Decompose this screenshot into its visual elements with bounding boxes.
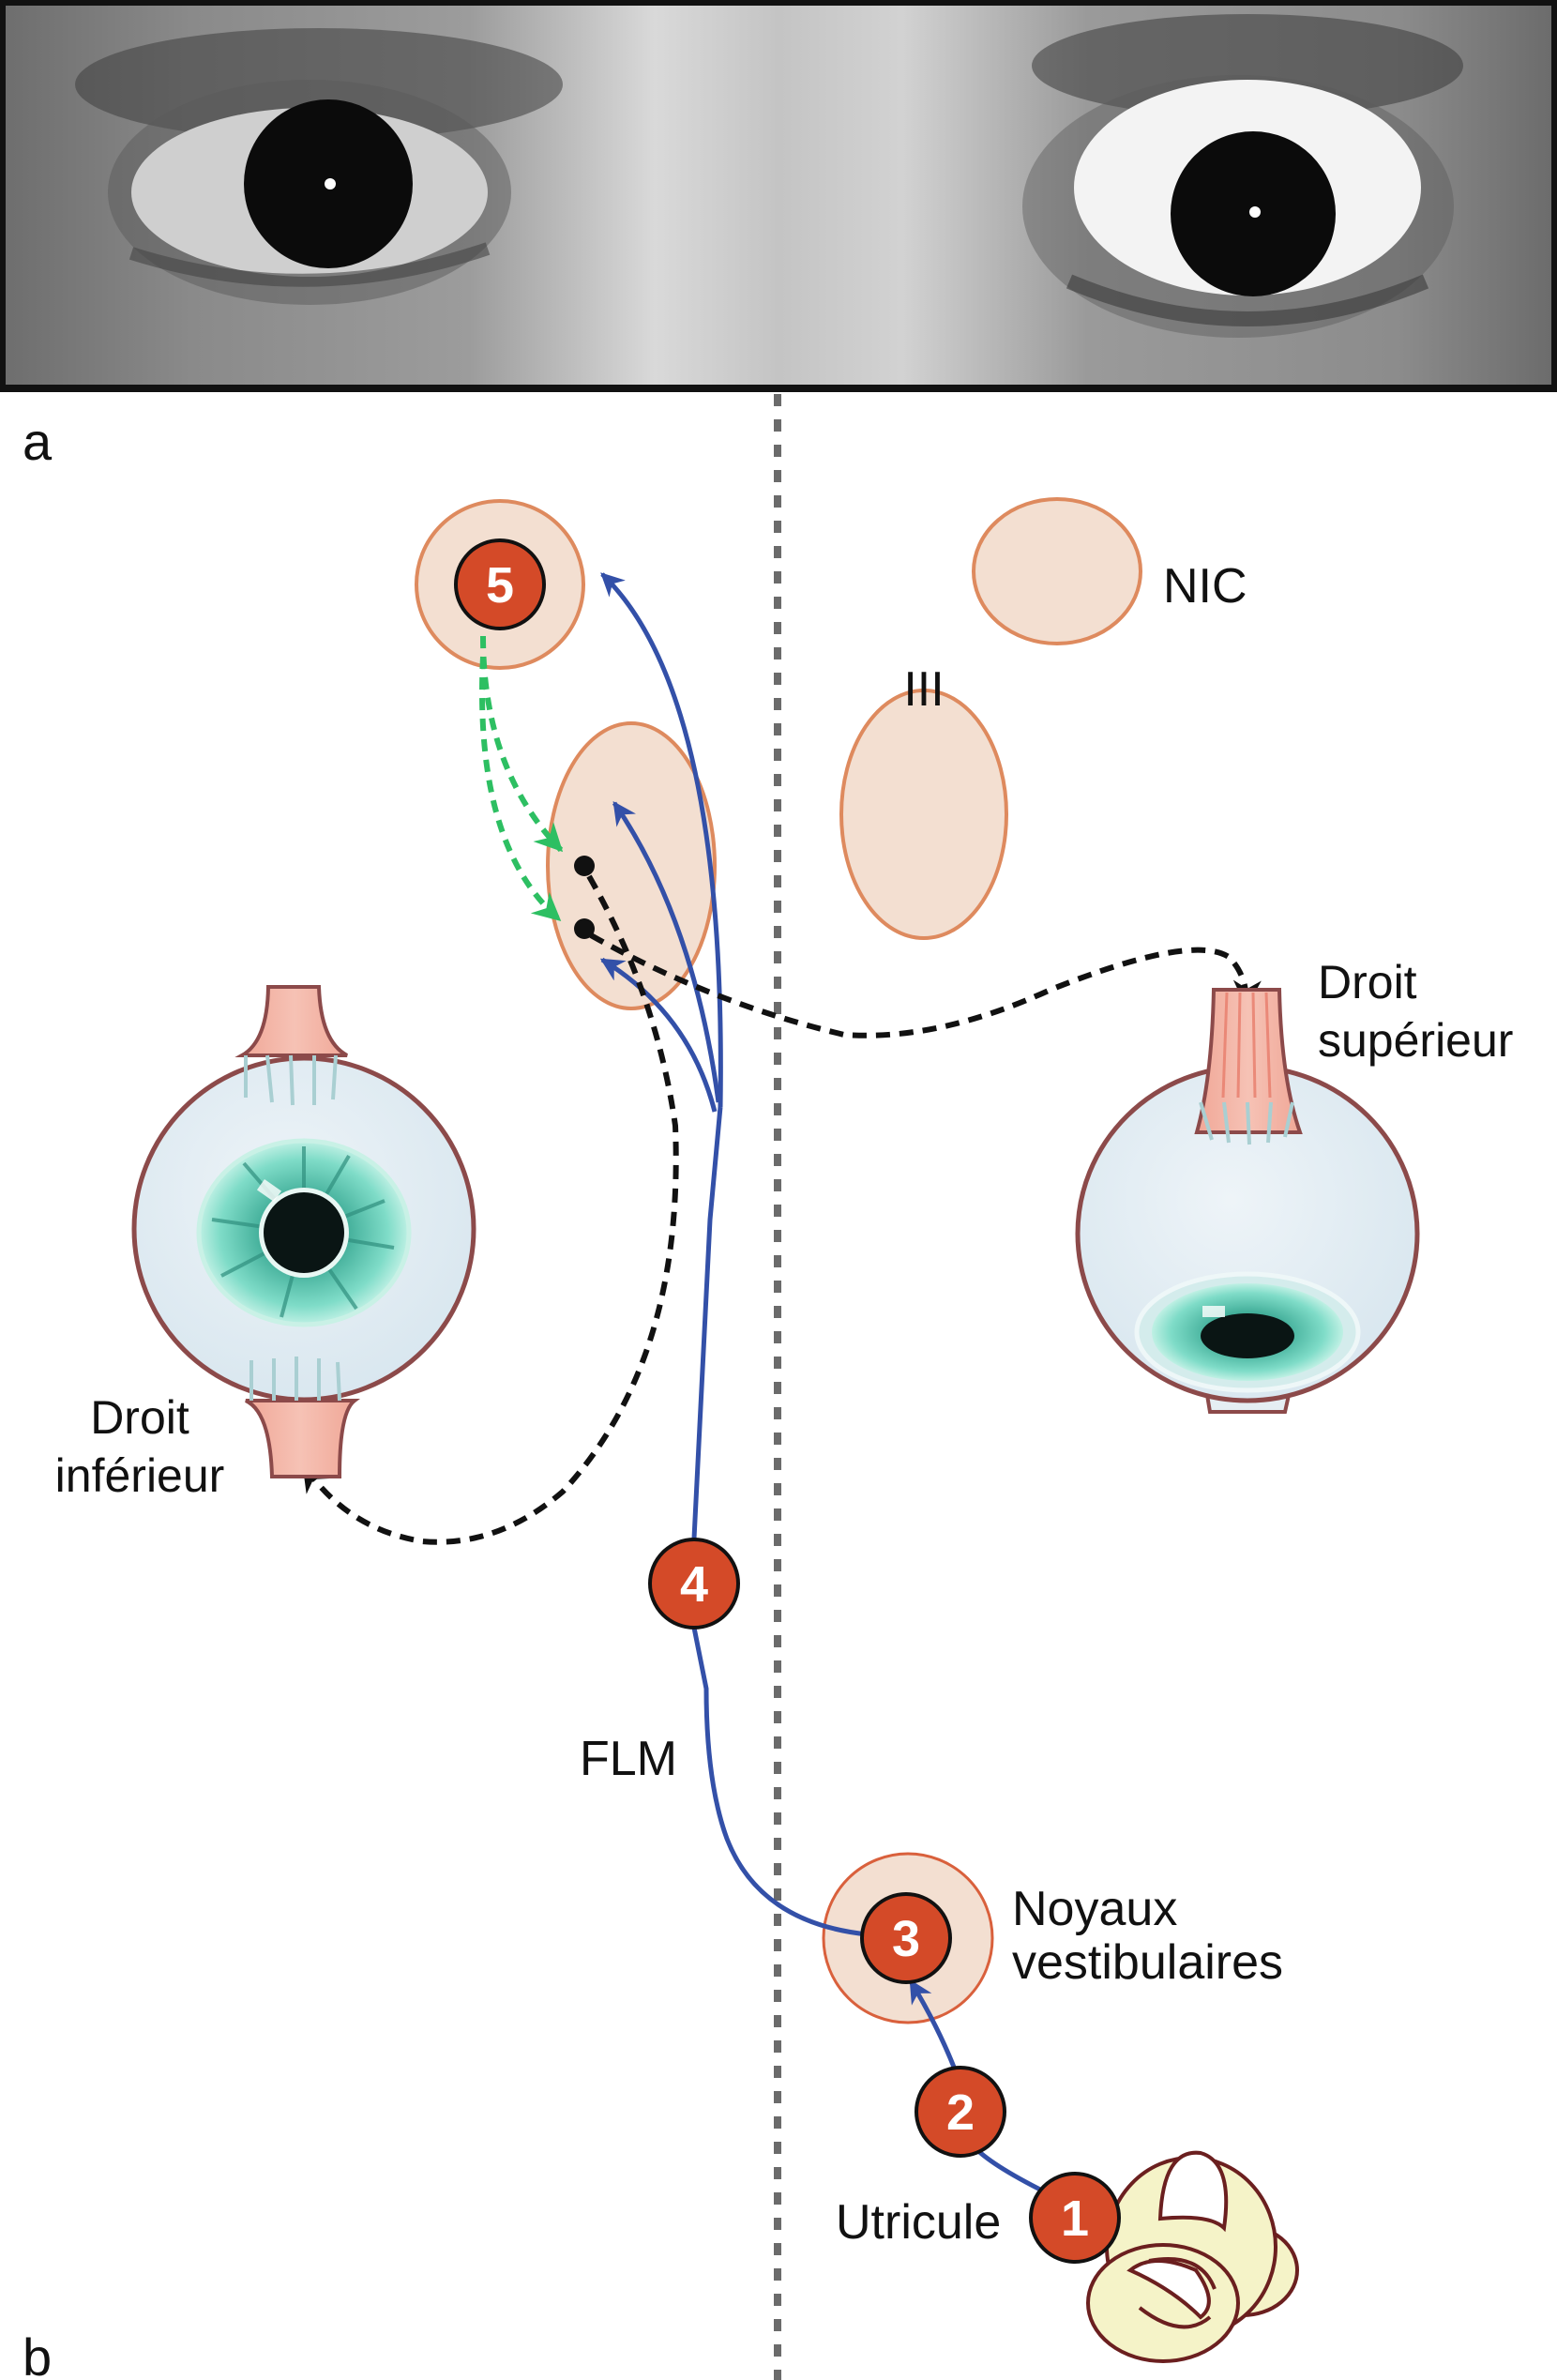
left-eye-diagram [131,985,476,1478]
step-number-1: 1 [1061,2191,1089,2247]
step-marker-4: 4 [648,1538,740,1630]
efferent-to-superior-rectus [589,932,1262,1038]
step2-to-vestibular-nuclei [908,1978,958,2070]
step-number-4: 4 [680,1556,708,1613]
flm-to-oculomotor-upper [612,800,721,1103]
vestibular-nuclei-label-line2: vestibulaires [1012,1935,1283,1990]
nic-right-nucleus [972,497,1142,645]
nic-label: NIC [1163,559,1247,614]
step-number-5: 5 [486,557,514,614]
nic-to-oculomotor-projections [479,635,564,922]
step-marker-2: 2 [915,2066,1006,2158]
inferior-rectus-motoneuron [574,856,595,876]
vestibular-nuclei-label-line1: Noyaux [1012,1882,1177,1936]
patient-eyes-photo [0,0,1557,392]
efferent-to-inferior-rectus [301,874,679,1545]
utricle-label: Utricule [836,2195,1001,2250]
labyrinth-icon [1086,2150,1299,2363]
photo-left-eye [108,80,511,305]
panel-b-label: b [23,2327,52,2380]
flm-tract-upper [691,1106,723,1539]
right-eye-diagram [1075,988,1420,1414]
step-marker-5: 5 [454,538,546,630]
inferior-rectus-label-line1: Droit [90,1391,189,1444]
superior-rectus-label-line1: Droit [1318,956,1417,1008]
vestibular-pathway [599,572,1053,2198]
step-number-3: 3 [892,1911,920,1967]
superior-rectus-motoneuron [574,918,595,939]
flm-label: FLM [580,1732,677,1786]
oculomotor-efferents [301,874,1262,1545]
photo-right-eye [1022,75,1454,338]
step-marker-1: 1 [1029,2172,1121,2264]
panel-a-label: a [23,412,53,471]
flm-to-oculomotor-lower [599,957,718,1113]
inferior-rectus-label-line2: inférieur [55,1449,225,1502]
oculomotor-right-nucleus [839,689,1008,940]
step-number-2: 2 [946,2084,975,2141]
superior-rectus-label-line2: supérieur [1318,1014,1513,1067]
step-marker-3: 3 [860,1892,952,1984]
oculomotor-label: III [903,662,944,717]
flm-tract [691,1627,869,1937]
